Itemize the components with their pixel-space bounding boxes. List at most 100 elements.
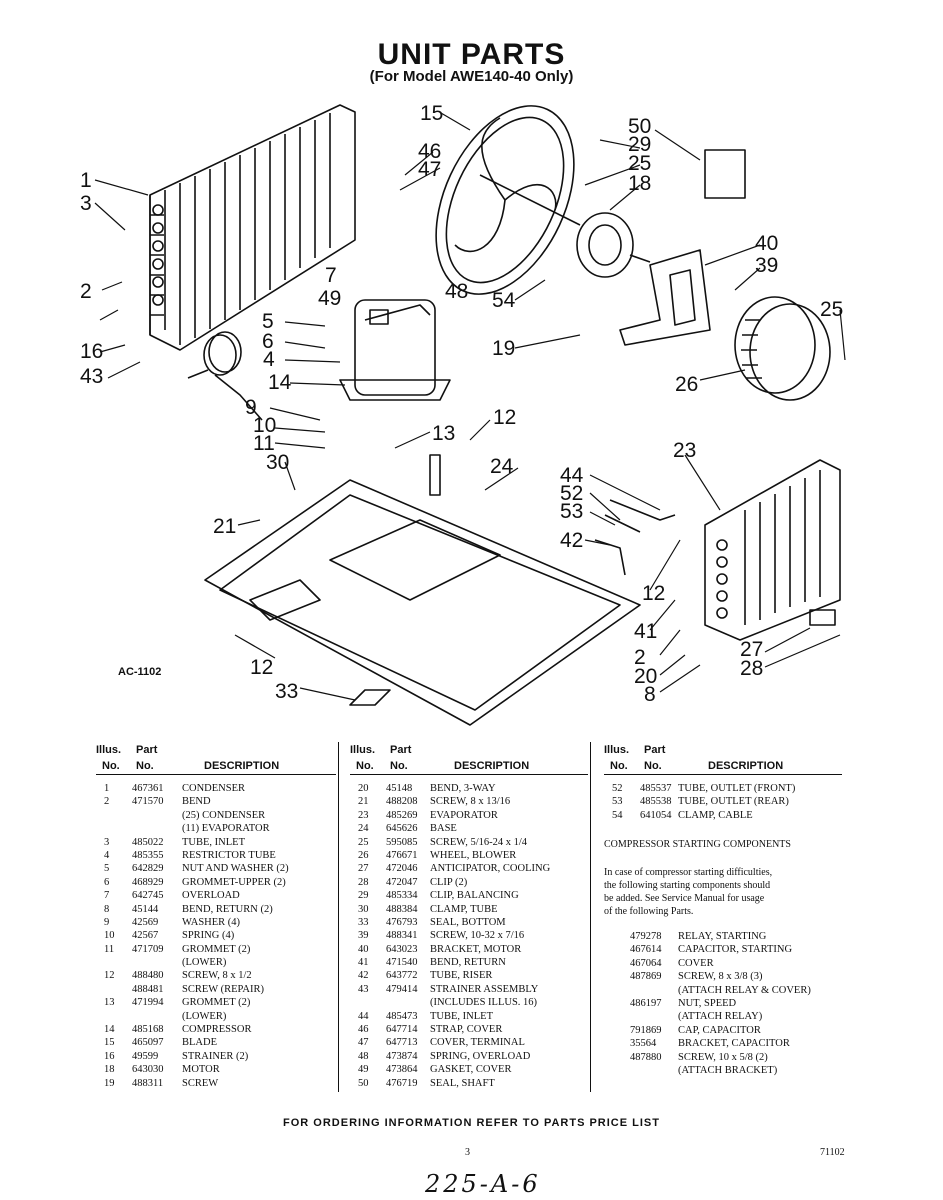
part-number: 485473 [386,1010,418,1022]
column-divider [338,742,339,1092]
part-number: 467361 [132,783,164,794]
note-line: of the following Parts. [604,906,694,917]
illus-number: 28 [358,876,369,888]
part-number: 471570 [132,796,164,808]
handwritten-note: 225-A-6 [425,1170,541,1198]
callout-8: 8 [644,683,656,706]
part-number: 476719 [386,1077,418,1089]
part-number: 488481 [132,983,164,995]
part-description: CONDENSER [182,783,246,794]
part-number: 479414 [386,983,418,995]
callout-10: 10 [253,414,276,437]
part-number: 647713 [386,1037,418,1049]
callout-29: 29 [628,133,651,156]
part-description: ANTICIPATOR, COOLING [430,863,551,875]
part-description: CAPACITOR, STARTING [678,944,793,956]
callout-41: 41 [634,620,657,643]
header-no: No. [610,760,628,772]
header-part-no: No. [136,760,154,772]
illus-number: 12 [104,970,115,982]
parts-row: (11) EVAPORATOR [96,822,336,835]
part-description: BLADE [182,1037,217,1049]
part-number: 468929 [132,876,164,888]
part-number: 488384 [386,903,418,915]
part-description: NUT, SPEED [678,997,737,1009]
parts-row: 28 472047 CLIP (2) [350,876,588,889]
ordering-footer: FOR ORDERING INFORMATION REFER TO PARTS … [283,1117,660,1129]
illus-number: 1 [104,783,110,794]
part-number: 467614 [630,944,662,956]
part-number: 487869 [630,971,662,983]
part-description: TUBE, RISER [430,970,493,982]
part-description: BEND, 3-WAY [430,783,496,794]
illus-number: 27 [358,863,369,875]
compressor-part-row: (ATTACH RELAY & COVER) [630,984,850,997]
part-description: (ATTACH RELAY & COVER) [678,984,811,996]
compressor-part-row: (ATTACH BRACKET) [630,1064,850,1077]
callout-14: 14 [268,371,292,394]
illus-number: 53 [612,796,623,808]
callout-12: 12 [250,656,273,679]
parts-row: (INCLUDES ILLUS. 16) [350,996,588,1009]
part-description: RELAY, STARTING [678,931,767,942]
part-number: 476671 [386,849,418,861]
part-description: BEND, RETURN (2) [182,903,273,915]
callout-20: 20 [634,665,657,688]
shaft-seal [704,149,746,199]
part-number: 642745 [132,890,164,902]
part-description: (ATTACH BRACKET) [678,1064,778,1076]
part-description: RESTRICTOR TUBE [182,849,276,861]
illus-number: 29 [358,890,369,902]
illus-number: 42 [358,970,369,982]
illus-number: 9 [104,916,110,928]
header-part-no: No. [644,760,662,772]
document-number: 71102 [820,1147,845,1158]
illus-number: 24 [358,823,369,835]
part-description: COVER [678,957,714,969]
column-divider [590,742,591,1092]
part-description: BEND [182,796,211,808]
parts-row: (LOWER) [96,1010,336,1023]
illus-number: 6 [104,876,110,888]
part-number: 35564 [630,1038,657,1050]
motor-bracket [619,249,711,346]
part-number: 49599 [132,1050,159,1062]
part-number: 488480 [132,970,164,982]
callout-19: 19 [492,337,515,360]
blower-wheel [734,296,831,401]
part-number: 645626 [386,823,418,835]
part-description: TUBE, OUTLET (FRONT) [678,783,796,794]
part-description: (INCLUDES ILLUS. 16) [430,997,538,1009]
part-number: 485022 [132,836,164,848]
part-number: 471994 [132,997,164,1009]
callout-49: 49 [318,287,341,310]
part-description: GROMMET (2) [182,997,251,1009]
illus-number: 46 [358,1024,369,1036]
header-no: No. [102,760,120,772]
part-number: 472047 [386,876,418,888]
part-description: SEAL, BOTTOM [430,916,506,928]
part-description: CLIP (2) [430,876,468,888]
illus-number: 30 [358,903,369,915]
part-number: 485334 [386,890,418,902]
part-description: TUBE, OUTLET (REAR) [678,796,789,808]
part-description: WHEEL, BLOWER [430,849,517,861]
illus-number: 11 [104,943,115,955]
illus-number: 40 [358,943,369,955]
